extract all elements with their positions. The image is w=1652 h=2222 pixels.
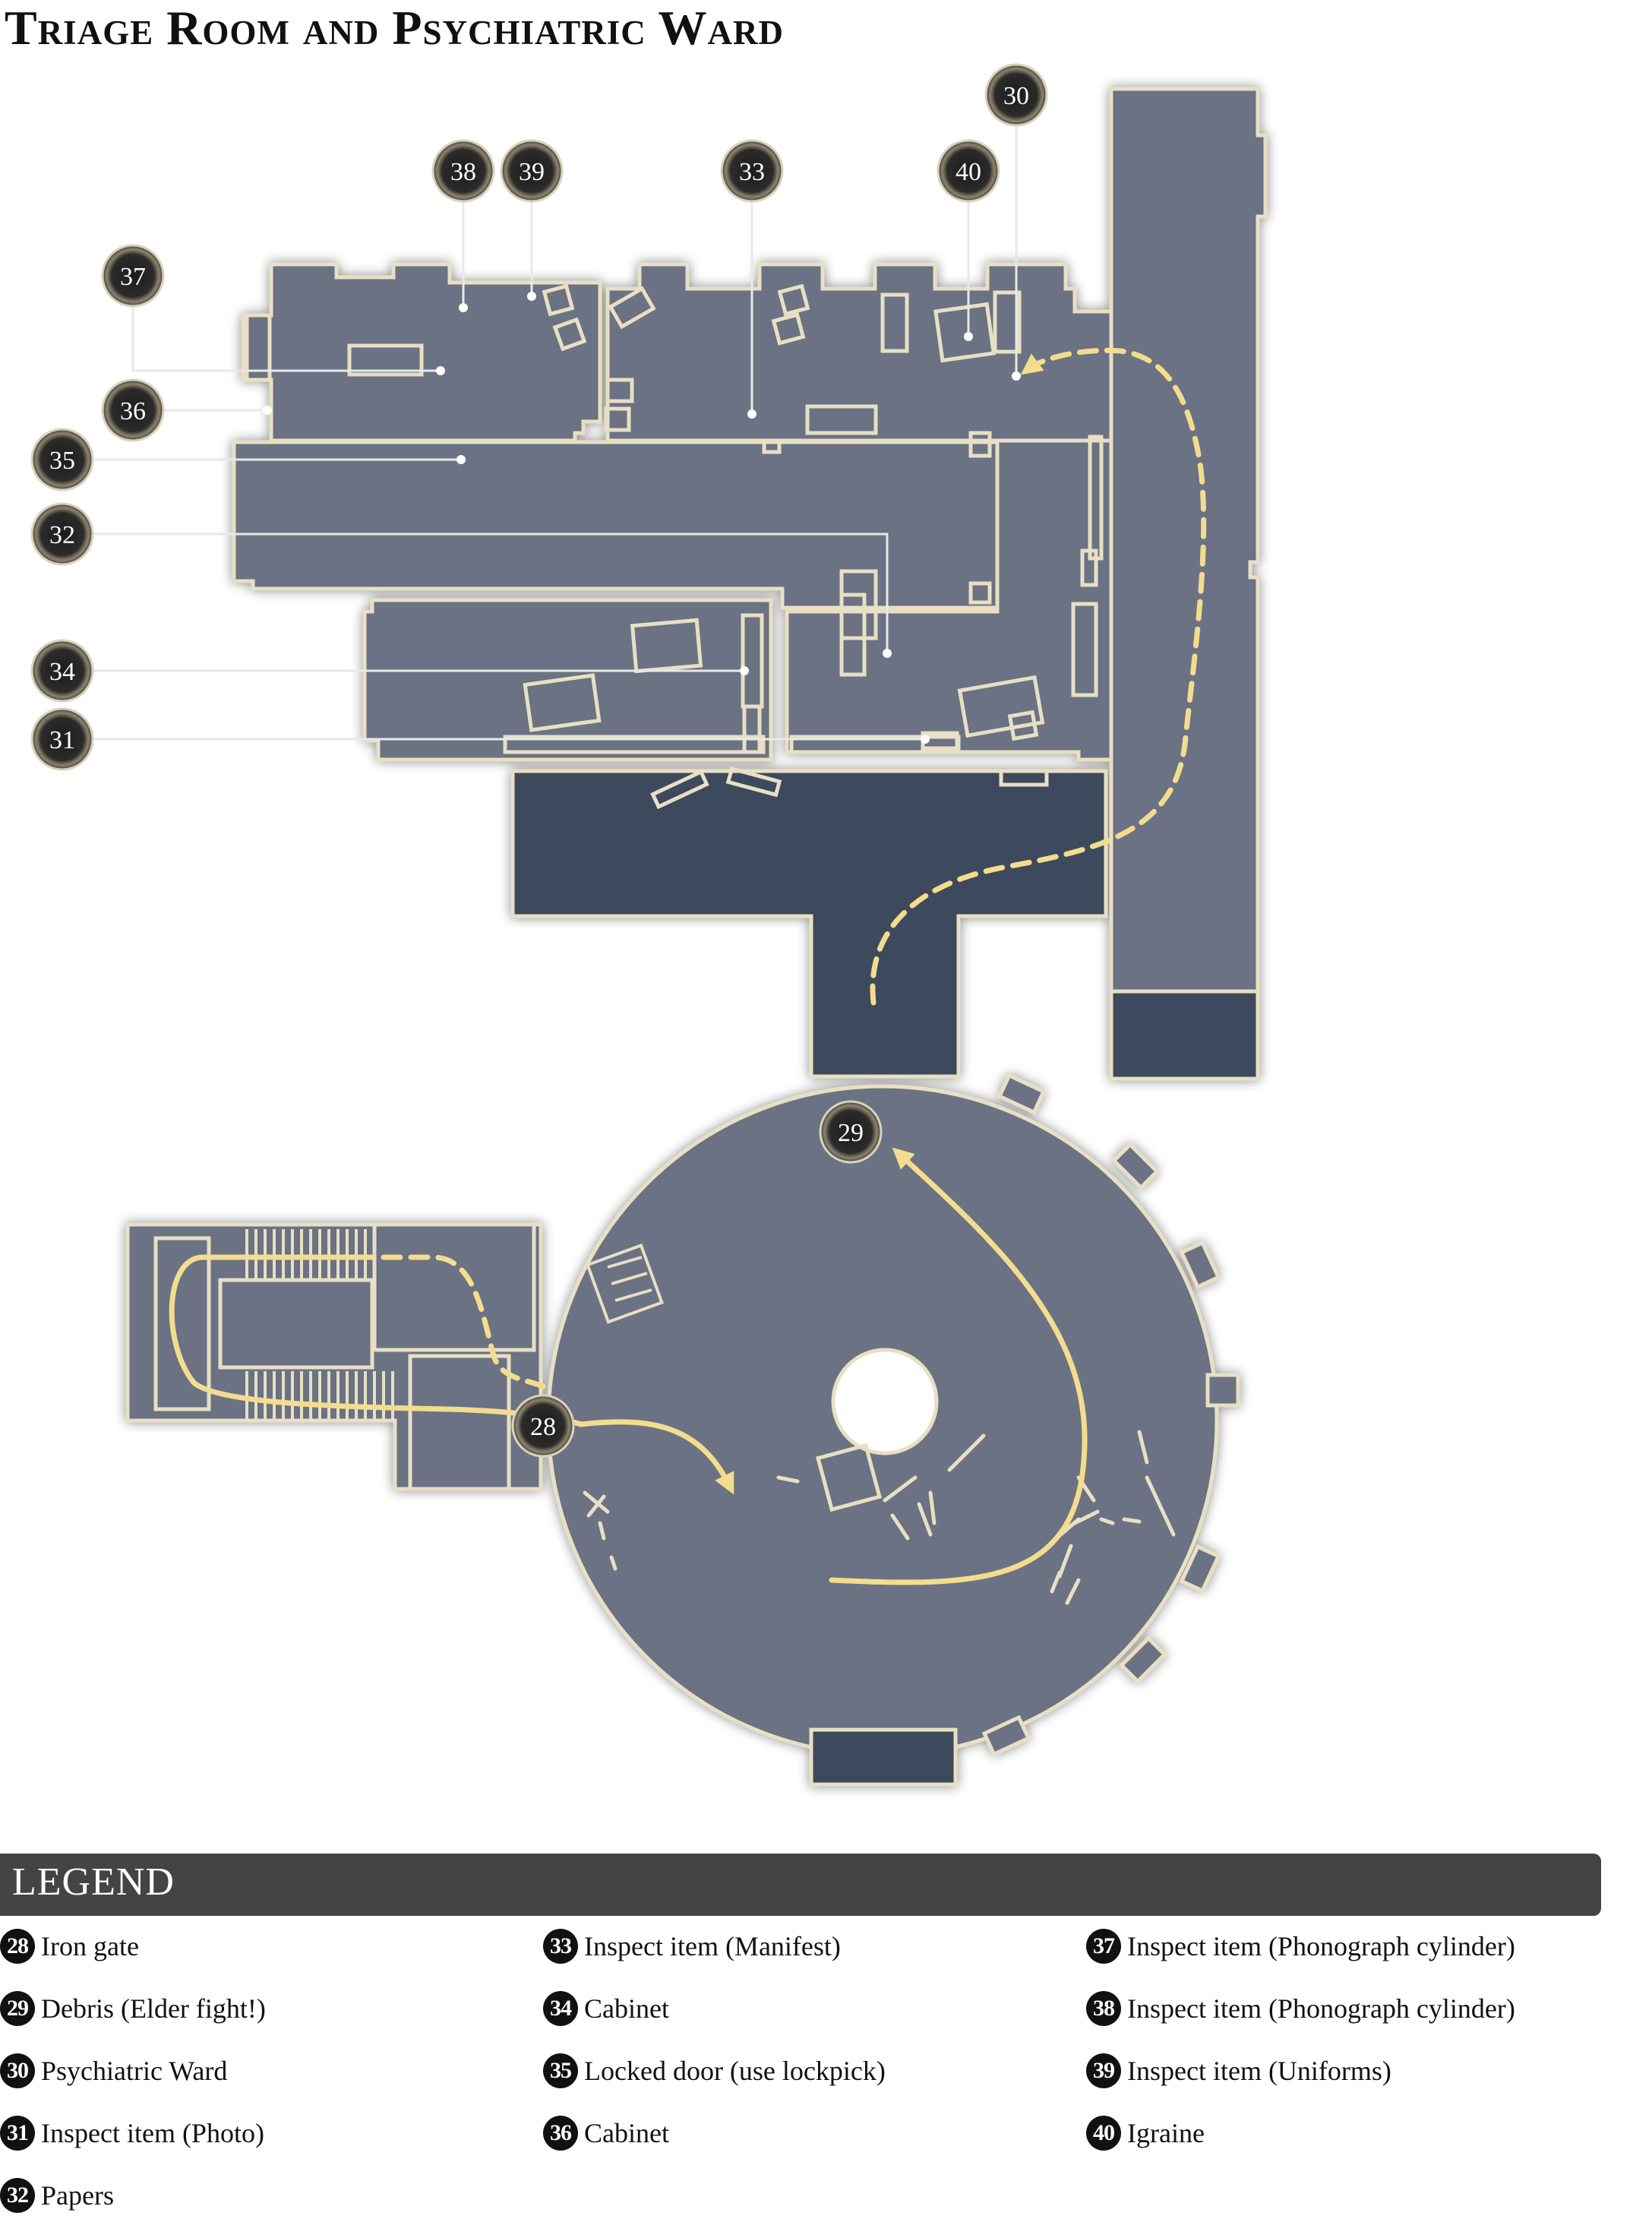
legend-text: Psychiatric Ward — [41, 2056, 228, 2086]
marker-label: 35 — [49, 447, 75, 475]
room-furniture — [153, 283, 1104, 1512]
map-marker-39: 39 — [500, 139, 564, 203]
marker-label: 30 — [1003, 82, 1029, 110]
legend-number: 40 — [1086, 2116, 1121, 2151]
stairs — [245, 1229, 664, 1421]
legend-text: Inspect item (Manifest) — [584, 1931, 841, 1961]
legend-text: Inspect item (Phonograph cylinder) — [1127, 1993, 1515, 2024]
right-corridor — [1109, 87, 1268, 994]
legend-number: 37 — [1086, 1929, 1121, 1964]
marker-badge — [101, 378, 165, 442]
legend-number: 33 — [543, 1929, 578, 1964]
map-marker-36: 36 — [101, 378, 165, 442]
debris — [583, 1430, 1176, 1605]
marker-label: 39 — [519, 158, 545, 186]
legend-text: Debris (Elder fight!) — [41, 1993, 266, 2024]
marker-label: 34 — [49, 658, 75, 686]
central-pillar — [831, 1348, 939, 1456]
marker-badge — [500, 139, 564, 203]
marker-badge — [819, 1100, 883, 1164]
marker-label: 36 — [120, 397, 146, 425]
marker-badge — [720, 139, 784, 203]
legend-number: 34 — [543, 1991, 578, 2026]
legend-number: 29 — [0, 1991, 35, 2026]
marker-badge — [511, 1394, 575, 1458]
legend-text: Inspect item (Uniforms) — [1127, 2056, 1391, 2086]
marker-label: 31 — [49, 726, 75, 754]
legend-text: Cabinet — [584, 1993, 669, 2024]
marker-badge — [30, 428, 94, 491]
marker-label: 32 — [49, 521, 75, 549]
marker-label: 28 — [530, 1413, 556, 1441]
map-marker-38: 38 — [431, 139, 495, 203]
map-marker-30: 30 — [984, 63, 1048, 127]
marker-badge — [30, 502, 94, 566]
legend-text: Iron gate — [41, 1931, 139, 1961]
t-corridor — [510, 769, 1108, 1079]
map-marker-33: 33 — [720, 139, 784, 203]
legend-text: Igraine — [1127, 2118, 1205, 2148]
legend-number: 32 — [0, 2178, 35, 2213]
map-title: Triage Room and Psychiatric Ward — [5, 1, 785, 55]
legend-number: 28 — [0, 1929, 35, 1964]
legend-number: 31 — [0, 2116, 35, 2151]
map-marker-29: 29 — [819, 1100, 883, 1164]
legend-title: LEGEND — [12, 1860, 175, 1904]
legend-number: 35 — [543, 2053, 578, 2088]
map-marker-37: 37 — [101, 244, 165, 308]
marker-label: 29 — [838, 1119, 864, 1147]
stair-room — [125, 1222, 543, 1491]
floor-map: 28 29 30 31 32 33 34 35 36 37 38 39 40 — [30, 63, 1268, 1787]
legend-number: 30 — [0, 2053, 35, 2088]
triage-south-door — [809, 1727, 958, 1787]
marker-badge — [30, 707, 94, 771]
legend-text: Locked door (use lockpick) — [584, 2056, 886, 2086]
marker-label: 33 — [739, 158, 765, 186]
map-marker-32: 32 — [30, 502, 94, 566]
map-marker-28: 28 — [511, 1394, 575, 1458]
map-marker-31: 31 — [30, 707, 94, 771]
legend-number: 38 — [1086, 1991, 1121, 2026]
map-marker-35: 35 — [30, 428, 94, 491]
marker-badge — [30, 639, 94, 703]
legend-number: 36 — [543, 2116, 578, 2151]
legend-text: Papers — [41, 2180, 114, 2211]
marker-badge — [431, 139, 495, 203]
leader-lines — [80, 95, 1018, 741]
marker-badge — [937, 139, 1000, 203]
legend-number: 39 — [1086, 2053, 1121, 2088]
map-marker-34: 34 — [30, 639, 94, 703]
leader-dots — [263, 292, 1021, 744]
legend-text: Inspect item (Photo) — [41, 2118, 264, 2148]
middle-hall — [232, 440, 1000, 610]
legend-bar: LEGEND — [0, 1854, 1601, 1916]
marker-label: 38 — [450, 158, 476, 186]
legend-text: Inspect item (Phonograph cylinder) — [1127, 1931, 1515, 1961]
upper-middle-room — [605, 262, 1113, 443]
marker-badge — [984, 63, 1048, 127]
marker-label: 37 — [120, 263, 146, 291]
map-marker-40: 40 — [937, 139, 1000, 203]
legend-text: Cabinet — [584, 2118, 669, 2148]
marker-badge — [101, 244, 165, 308]
marker-label: 40 — [956, 158, 981, 186]
right-corridor-end — [1109, 989, 1260, 1081]
